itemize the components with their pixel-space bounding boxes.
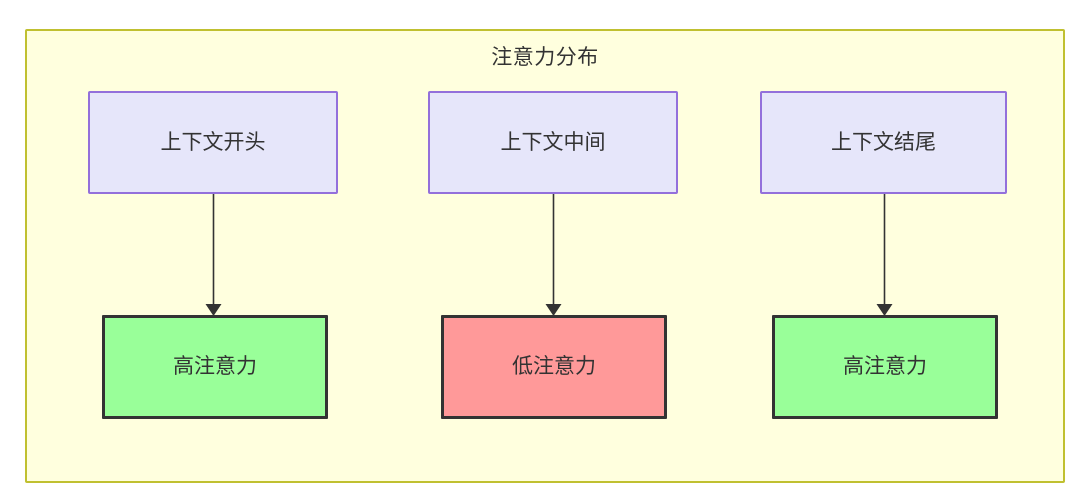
- node-context-middle[interactable]: 上下文中间: [428, 91, 678, 194]
- node-context-end[interactable]: 上下文结尾: [760, 91, 1007, 194]
- node-context-start[interactable]: 上下文开头: [88, 91, 338, 194]
- node-label: 高注意力: [173, 355, 257, 378]
- node-label: 上下文结尾: [831, 130, 936, 154]
- subgraph-title: 注意力分布: [491, 46, 599, 69]
- node-attention-high-start[interactable]: 高注意力: [102, 315, 328, 419]
- node-label: 上下文开头: [160, 130, 266, 154]
- node-label: 上下文中间: [500, 130, 606, 154]
- node-attention-low-middle[interactable]: 低注意力: [441, 315, 667, 419]
- node-label: 低注意力: [512, 355, 596, 378]
- node-label: 高注意力: [843, 355, 927, 378]
- node-attention-high-end[interactable]: 高注意力: [772, 315, 998, 419]
